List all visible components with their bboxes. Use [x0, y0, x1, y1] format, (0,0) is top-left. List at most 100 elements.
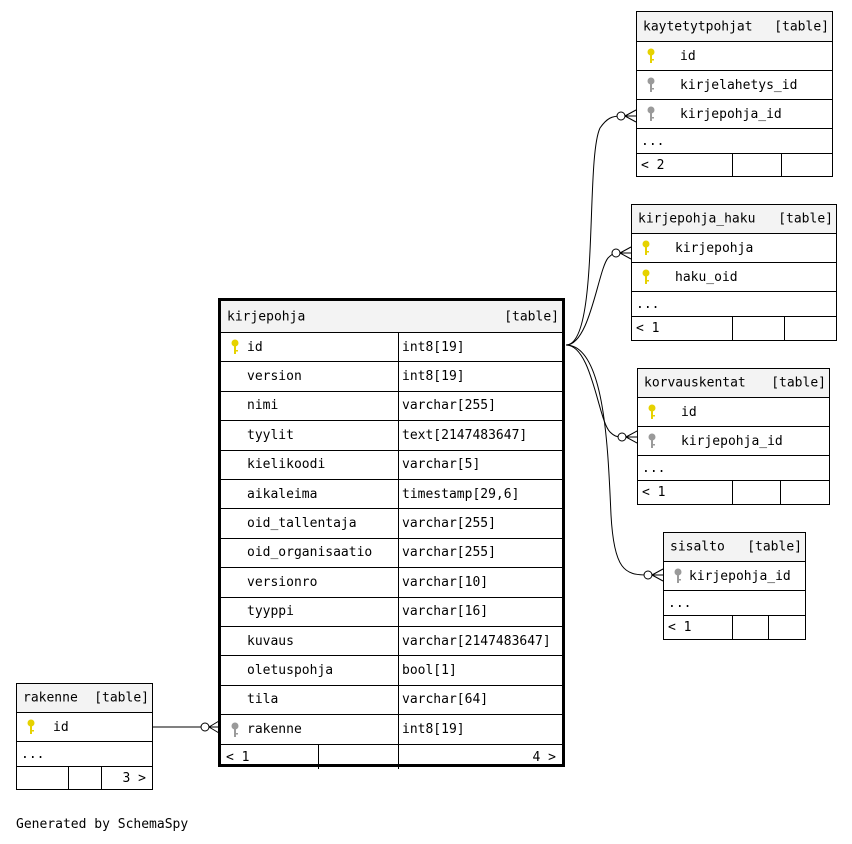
table-type: [table] — [94, 690, 149, 706]
column-name: kirjepohja_id — [689, 568, 791, 584]
column-name: versionro — [247, 574, 318, 590]
column-row[interactable]: nimi varchar[255] — [221, 391, 562, 422]
column-name: nimi — [247, 398, 279, 414]
column-name: id — [247, 339, 263, 355]
column-name: id — [53, 719, 69, 735]
column-name: kuvaus — [247, 633, 294, 649]
generated-by-caption: Generated by SchemaSpy — [16, 817, 189, 832]
column-row[interactable]: versionro varchar[10] — [221, 568, 562, 598]
ellipsis: ... — [21, 746, 45, 762]
column-row[interactable]: id — [637, 42, 832, 71]
table-footer: < 1 — [632, 317, 836, 340]
ellipsis: ... — [641, 133, 665, 149]
ellipsis: ... — [642, 460, 666, 476]
children-count[interactable]: 3 > — [122, 770, 146, 786]
crowfoot-icon — [651, 568, 664, 582]
column-name: kirjelahetys_id — [680, 77, 798, 93]
table-footer: < 1 — [638, 481, 829, 504]
column-row[interactable]: haku_oid — [632, 263, 836, 292]
column-row[interactable]: kirjepohja — [632, 234, 836, 263]
crowfoot-icon — [624, 109, 637, 123]
column-name: oid_organisaatio — [247, 545, 373, 561]
foreign-key-icon — [647, 106, 655, 121]
column-row[interactable]: id — [638, 398, 829, 427]
column-row[interactable]: tyyppi varchar[16] — [221, 597, 562, 627]
ellipsis: ... — [636, 296, 660, 312]
column-row[interactable]: tyylit text[2147483647] — [221, 421, 562, 451]
column-row[interactable]: id int8[19] — [221, 333, 562, 363]
table-name: rakenne — [23, 690, 78, 706]
column-name: tyylit — [247, 427, 294, 443]
table-sisalto[interactable]: sisalto [table] kirjepohja_id ... < 1 — [663, 532, 806, 640]
table-name: sisalto — [670, 539, 725, 555]
column-name: version — [247, 369, 302, 385]
more-columns[interactable]: ... — [17, 742, 152, 767]
cardinality-circle — [643, 570, 653, 580]
column-name: id — [680, 48, 696, 64]
table-korvauskentat[interactable]: korvauskentat [table] id kirjepohja_id .… — [637, 368, 830, 505]
column-row[interactable]: rakenne int8[19] — [221, 715, 562, 745]
cardinality-circle — [617, 432, 627, 442]
primary-key-icon — [642, 269, 650, 284]
column-datatype: int8[19] — [402, 722, 465, 738]
column-row[interactable]: oid_organisaatio varchar[255] — [221, 538, 562, 569]
table-footer: < 2 — [637, 154, 832, 177]
column-row[interactable]: version int8[19] — [221, 362, 562, 392]
column-row[interactable]: kirjelahetys_id — [637, 71, 832, 100]
column-datatype: varchar[5] — [402, 457, 481, 473]
table-type: [table] — [747, 539, 802, 555]
parents-count[interactable]: < 1 — [226, 749, 250, 765]
table-kirjepohja-haku[interactable]: kirjepohja_haku [table] kirjepohja haku_… — [631, 204, 837, 341]
parents-count[interactable]: < 2 — [641, 158, 665, 173]
more-columns[interactable]: ... — [638, 456, 829, 481]
column-name: kirjepohja_id — [680, 106, 782, 122]
column-row[interactable]: kirjepohja_id — [638, 427, 829, 456]
column-datatype: bool[1] — [402, 662, 457, 678]
column-datatype: int8[19] — [402, 369, 465, 385]
column-name: kirjepohja — [675, 240, 754, 256]
table-name: korvauskentat — [644, 375, 746, 391]
column-name: aikaleima — [247, 486, 318, 502]
more-columns[interactable]: ... — [664, 591, 805, 616]
column-name: oletuspohja — [247, 662, 334, 678]
column-datatype: int8[19] — [402, 339, 465, 355]
relation-kaytetytpohjat — [565, 115, 622, 346]
parents-count[interactable]: < 1 — [668, 620, 692, 635]
table-header: sisalto [table] — [664, 533, 805, 562]
column-datatype: varchar[255] — [402, 398, 496, 414]
more-columns[interactable]: ... — [632, 292, 836, 317]
more-columns[interactable]: ... — [637, 129, 832, 154]
column-row[interactable]: id — [17, 713, 152, 742]
column-name: rakenne — [247, 722, 302, 738]
ellipsis: ... — [668, 595, 692, 611]
column-row[interactable]: kirjepohja_id — [664, 562, 805, 591]
column-datatype: varchar[255] — [402, 545, 496, 561]
table-footer: < 1 — [664, 616, 805, 639]
foreign-key-icon — [647, 77, 655, 92]
table-rakenne[interactable]: rakenne [table] id ... 3 > — [16, 683, 153, 790]
column-name: tyyppi — [247, 604, 294, 620]
foreign-key-icon — [231, 722, 239, 737]
table-kaytetytpohjat[interactable]: kaytetytpohjat [table] id kirjelahetys_i… — [636, 11, 833, 177]
crowfoot-icon — [625, 430, 638, 444]
column-row[interactable]: kirjepohja_id — [637, 100, 832, 129]
column-name: id — [681, 404, 697, 420]
parents-count[interactable]: < 1 — [636, 321, 660, 336]
parents-count[interactable]: < 1 — [642, 485, 666, 500]
children-count[interactable]: 4 > — [532, 749, 556, 765]
column-datatype: text[2147483647] — [402, 427, 528, 443]
column-name: kirjepohja_id — [681, 433, 783, 449]
column-row[interactable]: oletuspohja bool[1] — [221, 656, 562, 686]
column-datatype: varchar[10] — [402, 574, 489, 590]
foreign-key-icon — [674, 568, 682, 583]
column-datatype: varchar[16] — [402, 604, 489, 620]
table-header: kirjepohja_haku [table] — [632, 205, 836, 234]
table-name: kirjepohja — [227, 309, 306, 324]
table-header: korvauskentat [table] — [638, 369, 829, 398]
